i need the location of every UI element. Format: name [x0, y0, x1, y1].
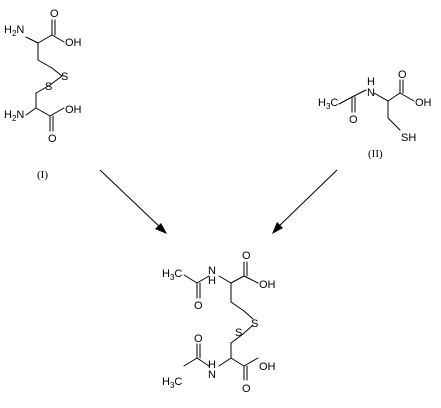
nac-structure: H3C H N O O OH SH (II)	[318, 69, 432, 160]
cystine-bottom-acid: OH	[65, 104, 82, 116]
product-sulfur-2: S	[235, 327, 242, 339]
arrow-from-nac	[275, 169, 338, 230]
arrowhead-left	[155, 223, 167, 234]
product-top-acid-o: O	[242, 250, 251, 262]
nac-nitrogen: N	[367, 87, 375, 99]
arrow-from-cystine	[99, 169, 163, 230]
nac-label: (II)	[368, 148, 383, 160]
nac-thiol: SH	[401, 132, 416, 144]
nac-amide-o: O	[349, 114, 358, 126]
cystine-sulfur-1: S	[61, 71, 68, 83]
product-top-hydrogen: H	[208, 275, 216, 287]
cystine-top-acid: OH	[65, 37, 82, 49]
cystine-bottom-amine: H2N	[4, 109, 24, 123]
nac-hydrogen: H	[367, 76, 375, 88]
product-top-methyl: H3C	[162, 268, 182, 282]
cystine-top-amine: H2N	[4, 24, 24, 38]
arrowhead-right	[272, 222, 283, 234]
nac-methyl: H3C	[318, 97, 338, 111]
product-top-nitrogen: N	[208, 265, 216, 277]
cystine-bottom-carbonyl-o: O	[48, 133, 57, 145]
cystine-top-carbonyl-o: O	[50, 8, 59, 20]
cystine-structure: H2N O OH S S H2N OH O (I)	[4, 8, 82, 181]
product-bottom-nitrogen: N	[208, 369, 216, 381]
nac-acid-o: O	[398, 69, 407, 81]
cystine-label: (I)	[37, 169, 48, 181]
product-structure: H3C N H O O OH S S O H3C H N OH O	[162, 250, 276, 395]
product-bottom-acid: OH	[259, 361, 276, 373]
product-sulfur-1: S	[251, 318, 258, 330]
product-top-acid: OH	[259, 279, 276, 291]
product-bottom-hydrogen: H	[208, 359, 216, 371]
reaction-arrows	[99, 169, 338, 234]
nac-acid: OH	[415, 97, 432, 109]
product-bottom-amide-o: O	[194, 333, 203, 345]
product-bottom-acid-o: O	[242, 383, 251, 395]
product-bottom-methyl: H3C	[162, 376, 182, 390]
cystine-sulfur-2: S	[45, 81, 52, 93]
product-top-amide-o: O	[194, 300, 203, 312]
